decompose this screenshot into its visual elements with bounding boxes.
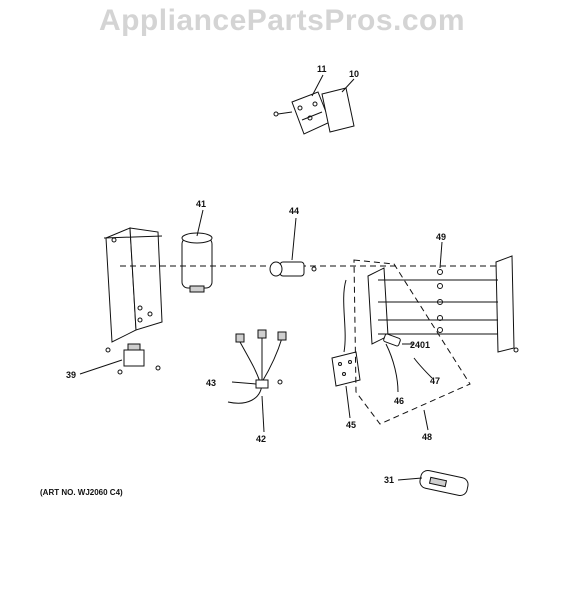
callout-47: 47 <box>430 376 440 386</box>
callout-44: 44 <box>289 206 299 216</box>
watermark-text: AppliancePartsPros.com <box>98 4 466 37</box>
callout-45: 45 <box>346 420 356 430</box>
callout-2401: 2401 <box>410 340 430 350</box>
sensor[interactable] <box>383 333 401 347</box>
kit-outline <box>353 259 471 425</box>
callout-42: 42 <box>256 434 266 444</box>
callout-11: 11 <box>317 64 327 74</box>
callout-49: 49 <box>436 232 446 242</box>
art-number: (ART NO. WJ2060 C4) <box>40 488 123 497</box>
display-board[interactable] <box>331 279 361 387</box>
callout-39: 39 <box>66 370 76 380</box>
relay[interactable] <box>105 343 161 375</box>
callout-10: 10 <box>349 69 359 79</box>
thermistor[interactable] <box>269 261 317 277</box>
control-board-assembly[interactable] <box>273 87 355 135</box>
wire-46[interactable] <box>385 343 399 393</box>
callout-43: 43 <box>206 378 216 388</box>
side-bracket[interactable] <box>103 227 163 343</box>
capacitor[interactable] <box>181 232 213 293</box>
callout-41: 41 <box>196 199 206 209</box>
callout-31: 31 <box>384 475 394 485</box>
wire-47[interactable] <box>413 357 433 379</box>
pcb-mount-bracket[interactable] <box>367 255 519 353</box>
callout-46: 46 <box>394 396 404 406</box>
wire-harness[interactable] <box>227 329 287 404</box>
remote-control[interactable] <box>419 469 470 497</box>
callout-48: 48 <box>422 432 432 442</box>
